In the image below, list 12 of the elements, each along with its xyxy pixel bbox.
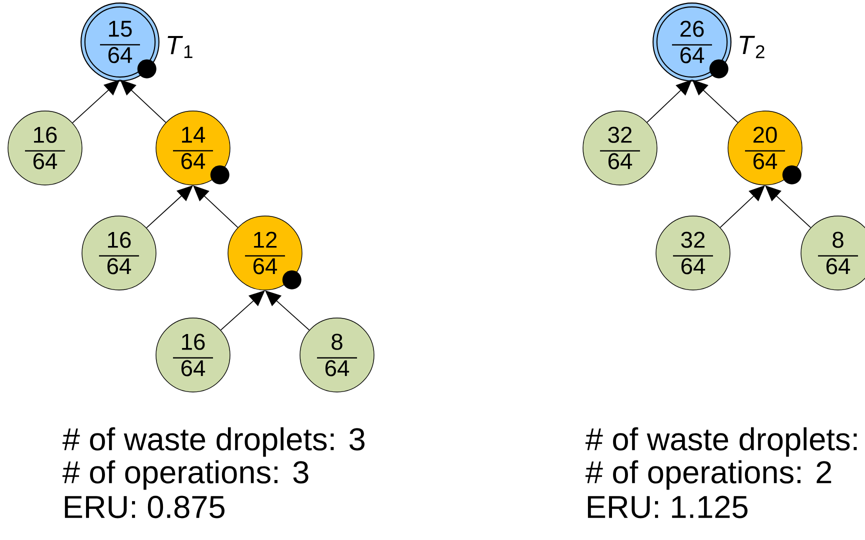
arrow bbox=[646, 80, 692, 123]
arrow bbox=[692, 80, 738, 123]
stat-text: # of waste droplets: 3 bbox=[62, 427, 364, 457]
tree-label: T$_{2}$ bbox=[740, 36, 764, 58]
arrow bbox=[72, 80, 120, 124]
arrow bbox=[120, 80, 166, 123]
stat-text: ERU: 0.875 bbox=[64, 496, 224, 518]
stat-text: # of waste droplets: bbox=[586, 427, 857, 457]
tree-label: T$_{1}$ bbox=[168, 36, 192, 58]
stat-text: # of operations: 2 bbox=[586, 460, 832, 490]
stat-text: # of operations: 3 bbox=[62, 460, 308, 490]
stat-text: ERU: 1.125 bbox=[588, 496, 748, 518]
